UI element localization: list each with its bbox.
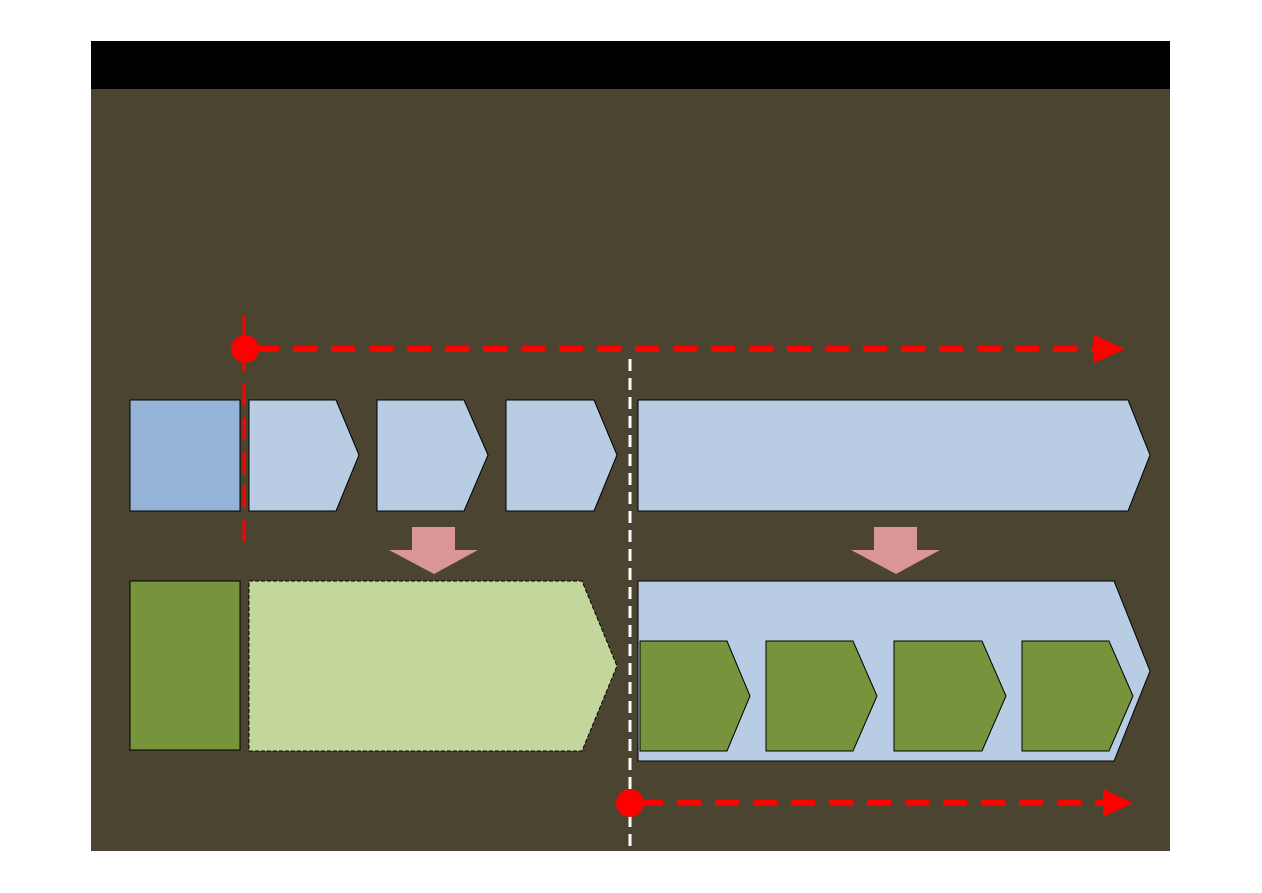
top-row-phase-3: [505, 399, 618, 512]
sub-sprint-3: [893, 640, 1007, 752]
bottom-timeline-start-circle-marker-icon: [616, 789, 644, 817]
top-row-phase-4-long: [637, 399, 1151, 512]
sub-sprint-4: [1021, 640, 1134, 752]
bottom-row-merged-phase: [248, 580, 618, 752]
left-transition-down-arrow-icon: [389, 527, 478, 574]
bottom-timeline-arrow-head-icon: [1103, 789, 1133, 817]
right-transition-down-arrow-icon: [851, 527, 940, 574]
top-row-phase-2: [376, 399, 489, 512]
top-row-phase-1: [248, 399, 360, 512]
process-diagram: [129, 316, 1151, 851]
header-bar: [91, 41, 1170, 89]
top-timeline-start-circle-marker-icon: [231, 335, 259, 363]
sub-sprint-1: [639, 640, 751, 752]
top-row-initial-block: [129, 399, 241, 512]
top-timeline-arrow-head-icon: [1094, 335, 1125, 363]
sub-sprint-2: [765, 640, 878, 752]
bottom-row-initial-block: [129, 580, 241, 751]
slide-canvas: [91, 41, 1170, 851]
